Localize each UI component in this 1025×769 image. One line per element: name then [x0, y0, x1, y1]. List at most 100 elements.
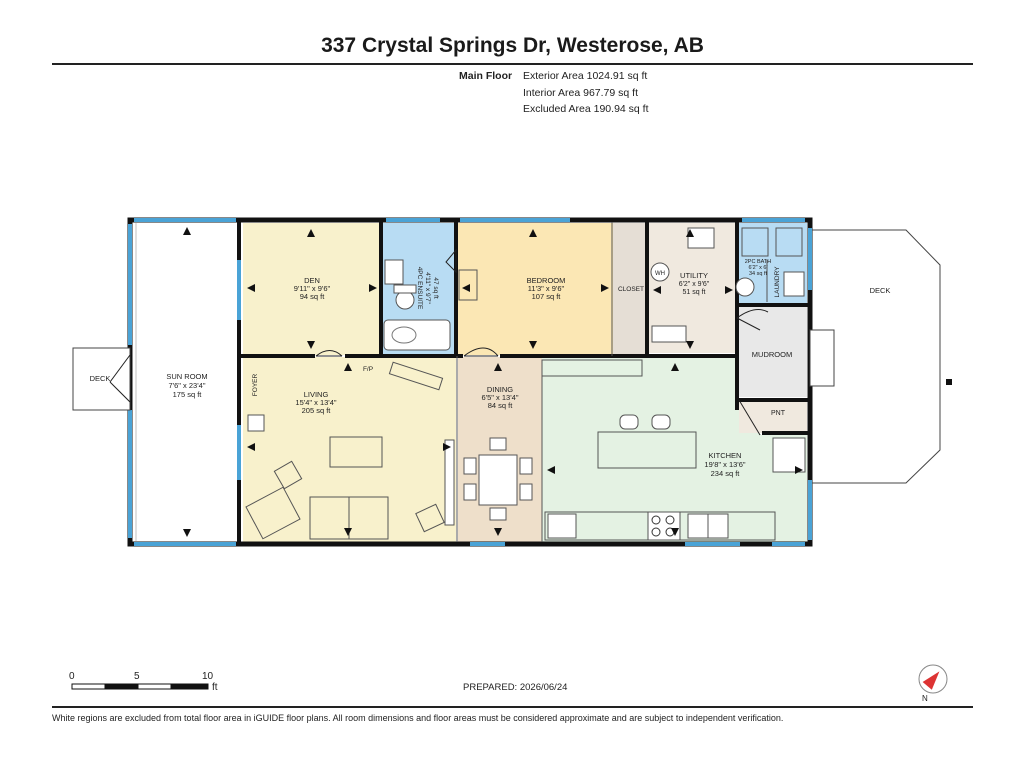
- deck-right-label: DECK: [870, 286, 891, 295]
- utility-sink: [687, 227, 715, 249]
- interior-area: Interior Area 967.79 sq ft: [523, 87, 638, 99]
- dishwasher: [547, 513, 577, 539]
- laundry-label: LAUNDRY: [774, 266, 781, 298]
- page-title: 337 Crystal Springs Dr, Westerose, AB: [321, 34, 704, 57]
- sun-room-dims: 7'6" x 23'4": [169, 381, 206, 390]
- den-dims: 9'11" x 9'6": [294, 284, 331, 293]
- prepared-date: PREPARED: 2026/06/24: [463, 682, 568, 693]
- coffee-table: [329, 436, 383, 468]
- bedroom-label: BEDROOM: [527, 276, 566, 285]
- foyer-label: FOYER: [252, 374, 259, 397]
- water-heater: [650, 262, 670, 282]
- disclaimer-text: White regions are excluded from total fl…: [52, 713, 784, 723]
- dining-label: DINING: [487, 385, 513, 394]
- dining-table: [478, 454, 518, 506]
- kitchen-dims: 19'8" x 13'6": [704, 460, 745, 469]
- ensuite-label: 4PC ENSUITE: [416, 267, 423, 310]
- water-heater-label: WH: [655, 271, 665, 277]
- windows: [128, 218, 812, 546]
- dryer: [783, 271, 805, 297]
- compass-needle: [922, 671, 940, 690]
- ensuite-toilet: [395, 290, 415, 310]
- deck-left-label: DECK: [90, 374, 111, 383]
- bar-stool: [651, 414, 671, 430]
- mudroom-label: MUDROOM: [752, 350, 792, 359]
- bedroom-dims: 11'3" x 9'6": [528, 284, 565, 293]
- pantry-area: [739, 400, 807, 433]
- bedroom-area: 107 sq ft: [532, 292, 562, 301]
- living-dims: 15'4" x 13'4": [295, 398, 336, 407]
- scale-segment: [137, 683, 172, 690]
- bedroom-area: [458, 223, 613, 355]
- side-table: [273, 460, 303, 490]
- bath-dims: 6'2" x 6': [748, 265, 767, 271]
- refrigerator: [772, 437, 806, 473]
- bathtub: [383, 319, 451, 351]
- living-label: LIVING: [304, 390, 329, 399]
- den-door: [315, 350, 343, 357]
- interior-walls: [237, 220, 810, 544]
- sun-room-area: 175 sq ft: [173, 390, 203, 399]
- scale-segment: [71, 683, 106, 690]
- deck-post: [946, 379, 952, 385]
- dining-dims: 6'5" x 13'4": [482, 393, 519, 402]
- sunroom-dimension-arrows: [183, 227, 191, 537]
- kitchen-upper-counter: [541, 359, 643, 377]
- bath-toilet: [735, 277, 755, 297]
- scale-tick-5: 5: [134, 671, 140, 682]
- utility-door: [736, 309, 769, 331]
- scale-tick-10: 10: [202, 671, 214, 682]
- exterior-area: Exterior Area 1024.91 sq ft: [523, 70, 648, 82]
- kitchen-island: [597, 431, 697, 469]
- fireplace-label: F/P: [363, 366, 373, 373]
- compass-north-label: N: [922, 694, 928, 703]
- closet-area: [613, 223, 647, 355]
- bath-area: 34 sq ft: [749, 271, 768, 277]
- left-deck: [72, 347, 131, 411]
- thin-walls: [456, 222, 613, 542]
- scale-segment: [170, 683, 209, 690]
- washer: [775, 227, 803, 257]
- pantry-label: PNT: [771, 410, 786, 417]
- closet-label: CLOSET: [618, 286, 644, 293]
- kitchen-area: 234 sq ft: [711, 469, 741, 478]
- fireplace: [388, 361, 444, 391]
- armchair: [245, 486, 301, 540]
- den-label: DEN: [304, 276, 320, 285]
- kitchen-label: KITCHEN: [709, 451, 742, 460]
- bath-sink: [741, 227, 769, 257]
- room-dimension-arrows: [247, 229, 803, 536]
- right-deck: [812, 229, 941, 484]
- utility-counter: [651, 325, 687, 343]
- footer-rule: [52, 706, 973, 708]
- scale-tick-0: 0: [69, 671, 75, 682]
- bath-label: 2PC BATH: [745, 259, 772, 265]
- living-area: 205 sq ft: [302, 406, 332, 415]
- pantry-door: [738, 399, 761, 436]
- header-rule: [52, 63, 973, 65]
- floor-label: Main Floor: [459, 70, 513, 82]
- scale-unit: ft: [212, 682, 218, 693]
- ensuite-area: 47 sq ft: [432, 277, 439, 299]
- dining-area: 84 sq ft: [488, 401, 514, 410]
- mudroom-area: [739, 305, 807, 397]
- scale-segment: [104, 683, 139, 690]
- stove: [647, 511, 681, 541]
- bar-stool: [619, 414, 639, 430]
- ottoman: [415, 503, 445, 533]
- ensuite-door: [445, 248, 457, 274]
- utility-area: 51 sq ft: [683, 289, 706, 296]
- utility-dims: 6'2" x 9'6": [679, 281, 710, 288]
- den-area: 94 sq ft: [300, 292, 326, 301]
- den-area: [243, 223, 380, 355]
- mudroom-door: [809, 329, 835, 387]
- bedroom-door: [463, 347, 499, 357]
- ensuite-sink: [384, 259, 404, 285]
- excluded-area: Excluded Area 190.94 sq ft: [523, 103, 649, 115]
- living-shelf: [444, 439, 455, 526]
- ensuite-dims: 4'11" x 9'7": [424, 272, 431, 304]
- sun-room-label: SUN ROOM: [166, 372, 207, 381]
- utility-label: UTILITY: [680, 271, 708, 280]
- left-deck-door: [109, 354, 131, 383]
